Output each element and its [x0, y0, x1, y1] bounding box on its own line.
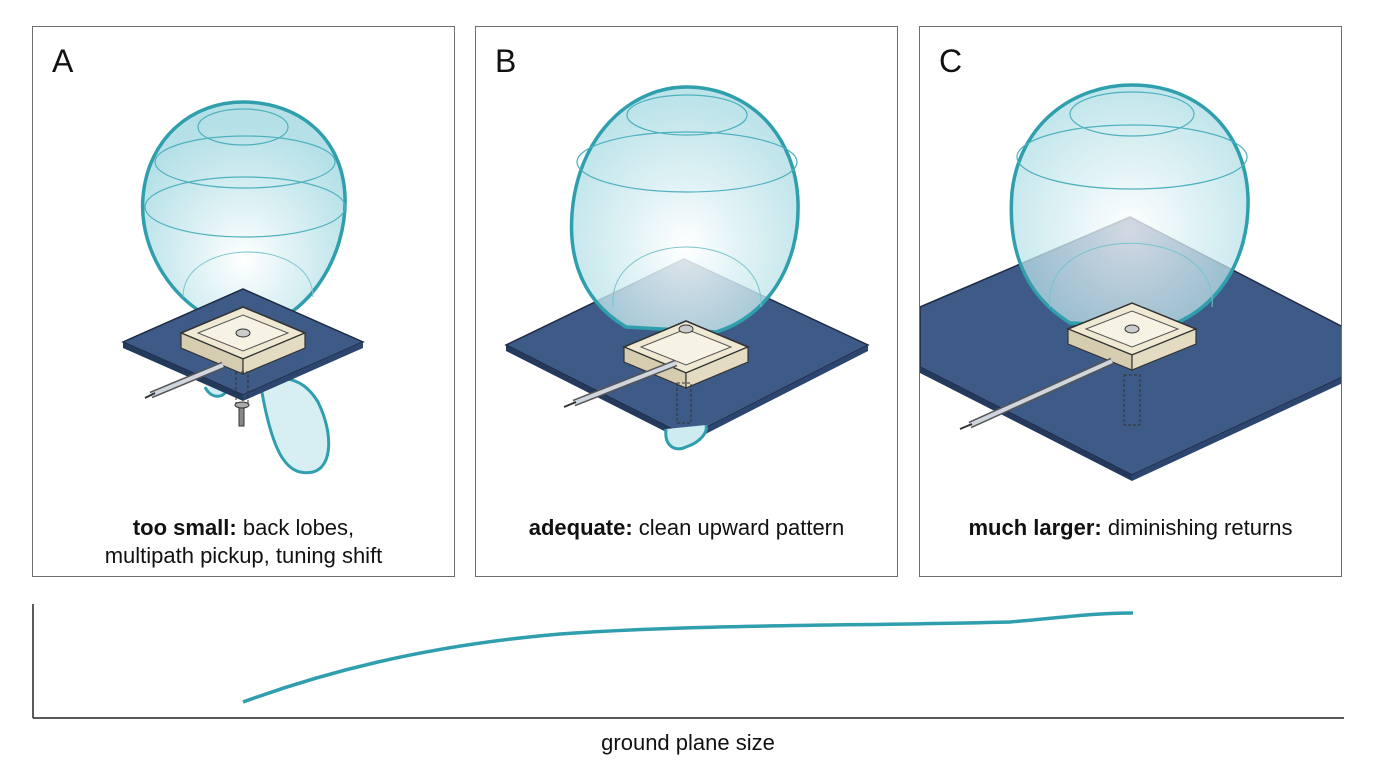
main-lobe [569, 85, 800, 334]
panel-b-caption: adequate: clean upward pattern [476, 514, 897, 542]
panel-label-a: A [52, 43, 74, 79]
main-lobe [1009, 83, 1250, 329]
panel-label-b: B [495, 43, 517, 79]
caption-bold: adequate: [528, 515, 633, 540]
performance-curve [242, 611, 1134, 704]
antenna-illustration-adequate-ground [504, 85, 870, 451]
caption-text: diminishing returns [1107, 515, 1293, 540]
caption-bold: too small: [132, 515, 237, 540]
caption-bold: much larger: [968, 515, 1102, 540]
caption-text: clean upward pattern [638, 515, 845, 540]
panel-too-small: A too small: back lobes, multipath picku… [32, 26, 455, 577]
performance-vs-ground-plane-chart [32, 604, 1344, 719]
back-lobe [259, 377, 331, 475]
panel-much-larger: C much larger: diminishing returns [919, 26, 1342, 577]
caption-text: back lobes, [242, 515, 355, 540]
panel-label-c: C [939, 43, 963, 79]
panel-a-caption: too small: back lobes, multipath pickup,… [33, 514, 454, 570]
antenna-illustration-large-ground [920, 83, 1341, 481]
x-axis-label: ground plane size [601, 730, 775, 755]
caption-text-line2: multipath pickup, tuning shift [104, 543, 383, 568]
panel-adequate: B adequate: clean upward pattern [475, 26, 898, 577]
back-lobe [664, 424, 708, 451]
panel-c-caption: much larger: diminishing returns [920, 514, 1341, 542]
antenna-illustration-small-ground [121, 100, 365, 475]
